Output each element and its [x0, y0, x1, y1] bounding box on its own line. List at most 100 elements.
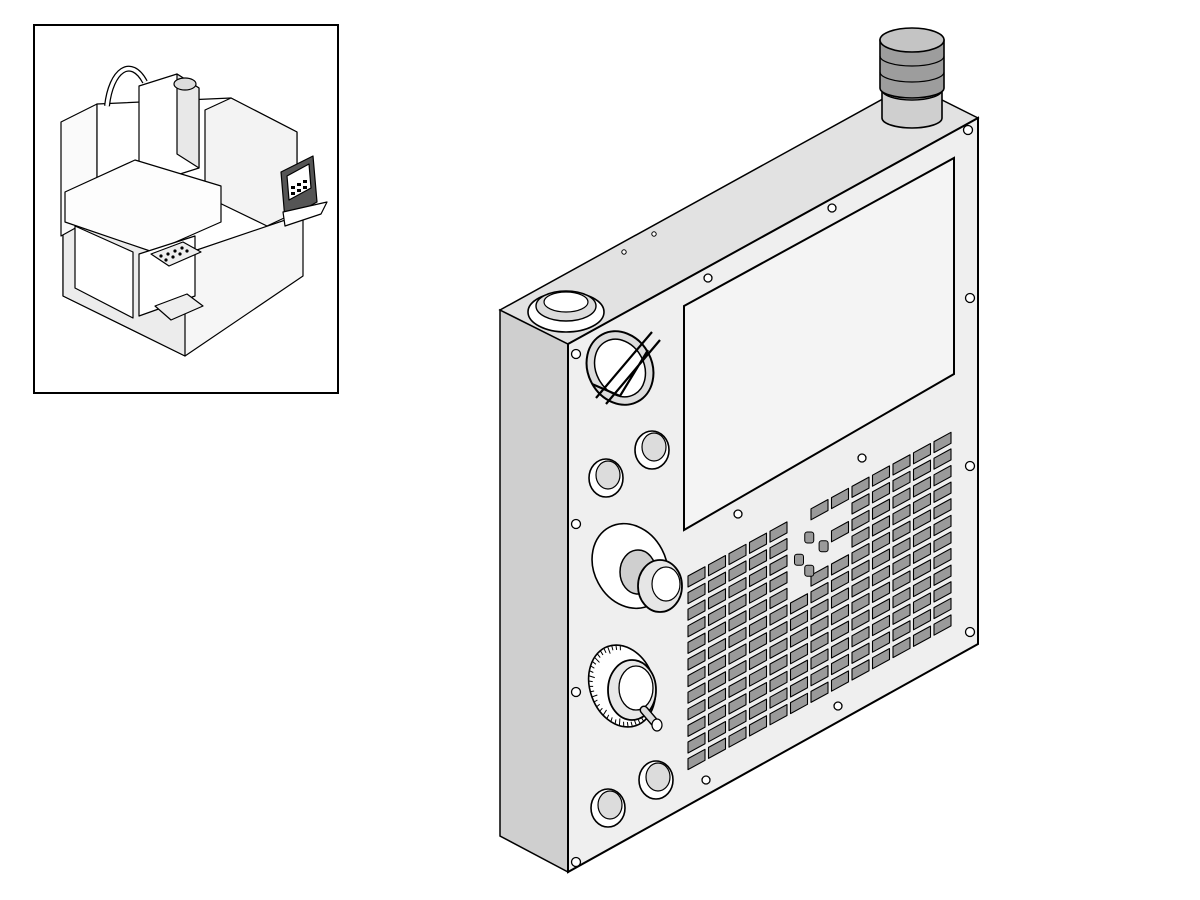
- keypad-key: [871, 581, 891, 603]
- keypad-key: [892, 603, 911, 625]
- tool-tray: [150, 241, 202, 267]
- keypad-key: [748, 549, 768, 571]
- keypad-key: [912, 492, 932, 515]
- keypad-key: [707, 704, 727, 726]
- keypad-key: [810, 498, 829, 521]
- keypad-key: [789, 676, 809, 698]
- keypad-key: [892, 570, 911, 592]
- jog-dial-tick: [614, 719, 617, 725]
- keypad-key: [933, 531, 952, 553]
- keypad-key: [871, 498, 891, 520]
- keypad-key: [830, 520, 850, 543]
- cursor-arrow-key: [818, 540, 829, 553]
- keypad-key: [851, 642, 870, 664]
- keypad-key: [707, 737, 727, 759]
- keypad-key: [830, 670, 850, 692]
- keypad-key: [830, 603, 850, 626]
- keypad-key: [789, 593, 809, 615]
- brand-logo-emblem: [585, 330, 661, 406]
- keypad-key: [912, 525, 932, 548]
- keypad-key: [830, 570, 850, 593]
- keypad-key: [810, 598, 829, 620]
- cursor-arrow-key: [804, 564, 815, 577]
- keypad-key: [728, 543, 747, 566]
- keypad-key: [789, 626, 809, 648]
- jog-dial-tick: [590, 690, 595, 693]
- jog-dial-tick: [607, 646, 611, 654]
- keypad-key: [687, 732, 706, 754]
- jog-dial-tick: [626, 721, 629, 728]
- cursor-arrow-key: [804, 531, 815, 544]
- keypad-key: [933, 431, 952, 454]
- keypad-key: [707, 621, 727, 643]
- keypad-key: [933, 564, 952, 586]
- keypad-key: [933, 514, 952, 537]
- keypad-key: [687, 599, 706, 621]
- keypad-key: [728, 659, 747, 682]
- jog-dial-tick: [599, 707, 603, 712]
- keypad-key: [707, 571, 727, 593]
- keypad-key: [892, 620, 911, 642]
- keypad-key: [707, 720, 727, 743]
- keypad-key: [830, 554, 850, 576]
- keypad-key: [830, 587, 850, 609]
- keypad-key: [912, 559, 932, 581]
- keypad-key: [810, 581, 829, 604]
- keypad-key: [912, 459, 932, 481]
- keypad-key: [912, 625, 932, 647]
- keypad-key: [892, 454, 911, 476]
- keypad-key: [707, 588, 727, 610]
- jog-dial-tick: [630, 721, 633, 727]
- front-door: [74, 225, 134, 319]
- keypad-key: [892, 487, 911, 509]
- keypad-key: [851, 493, 870, 515]
- keypad-key: [748, 698, 768, 720]
- jog-handle: [587, 644, 663, 732]
- keypad-key: [707, 671, 727, 693]
- keypad-key: [871, 564, 891, 587]
- faceplate-screws: [570, 124, 976, 868]
- keypad-key: [769, 537, 788, 560]
- jog-dial-tick: [596, 703, 601, 708]
- keypad-key: [933, 464, 952, 487]
- keypad-key: [830, 487, 850, 510]
- keypad-key: [851, 592, 870, 615]
- jog-dial-tick: [596, 653, 601, 658]
- cursor-arrow-key: [794, 553, 804, 566]
- inset-frame: [33, 24, 339, 394]
- keypad-key: [769, 571, 788, 593]
- keypad-key: [810, 648, 829, 670]
- keypad-key: [933, 448, 952, 470]
- keypad-key: [728, 593, 747, 615]
- keypad-key: [728, 726, 747, 748]
- jog-dial-tick: [599, 650, 604, 656]
- keypad-key: [789, 609, 809, 632]
- keypad-key: [748, 615, 768, 637]
- keypad-key: [933, 581, 952, 603]
- top-port-collar: [527, 290, 605, 333]
- keypad-key: [933, 498, 952, 520]
- tool-tray-holes: [159, 246, 189, 262]
- keypad-key: [748, 582, 768, 604]
- keypad-key: [728, 709, 747, 732]
- keypad-key: [687, 632, 706, 654]
- keypad-key: [892, 503, 911, 526]
- keypad-key: [687, 698, 706, 721]
- keypad-key: [728, 643, 747, 665]
- round-push-buttons: [588, 430, 674, 828]
- keypad-key: [871, 631, 891, 653]
- keypad-key: [851, 625, 870, 648]
- keypad-key: [851, 559, 870, 581]
- keypad-key: [933, 481, 952, 503]
- jog-dial-tick: [602, 709, 607, 716]
- keypad-key: [707, 604, 727, 627]
- keypad-key: [728, 626, 747, 649]
- keypad-key: [769, 554, 788, 576]
- keypad-key: [933, 597, 952, 620]
- jog-dial-tick: [594, 656, 600, 663]
- keypad-key: [687, 649, 706, 671]
- keypad-key: [728, 576, 747, 599]
- keypad-key: [912, 476, 932, 498]
- display-screen: [683, 156, 955, 532]
- keypad-key: [933, 547, 952, 570]
